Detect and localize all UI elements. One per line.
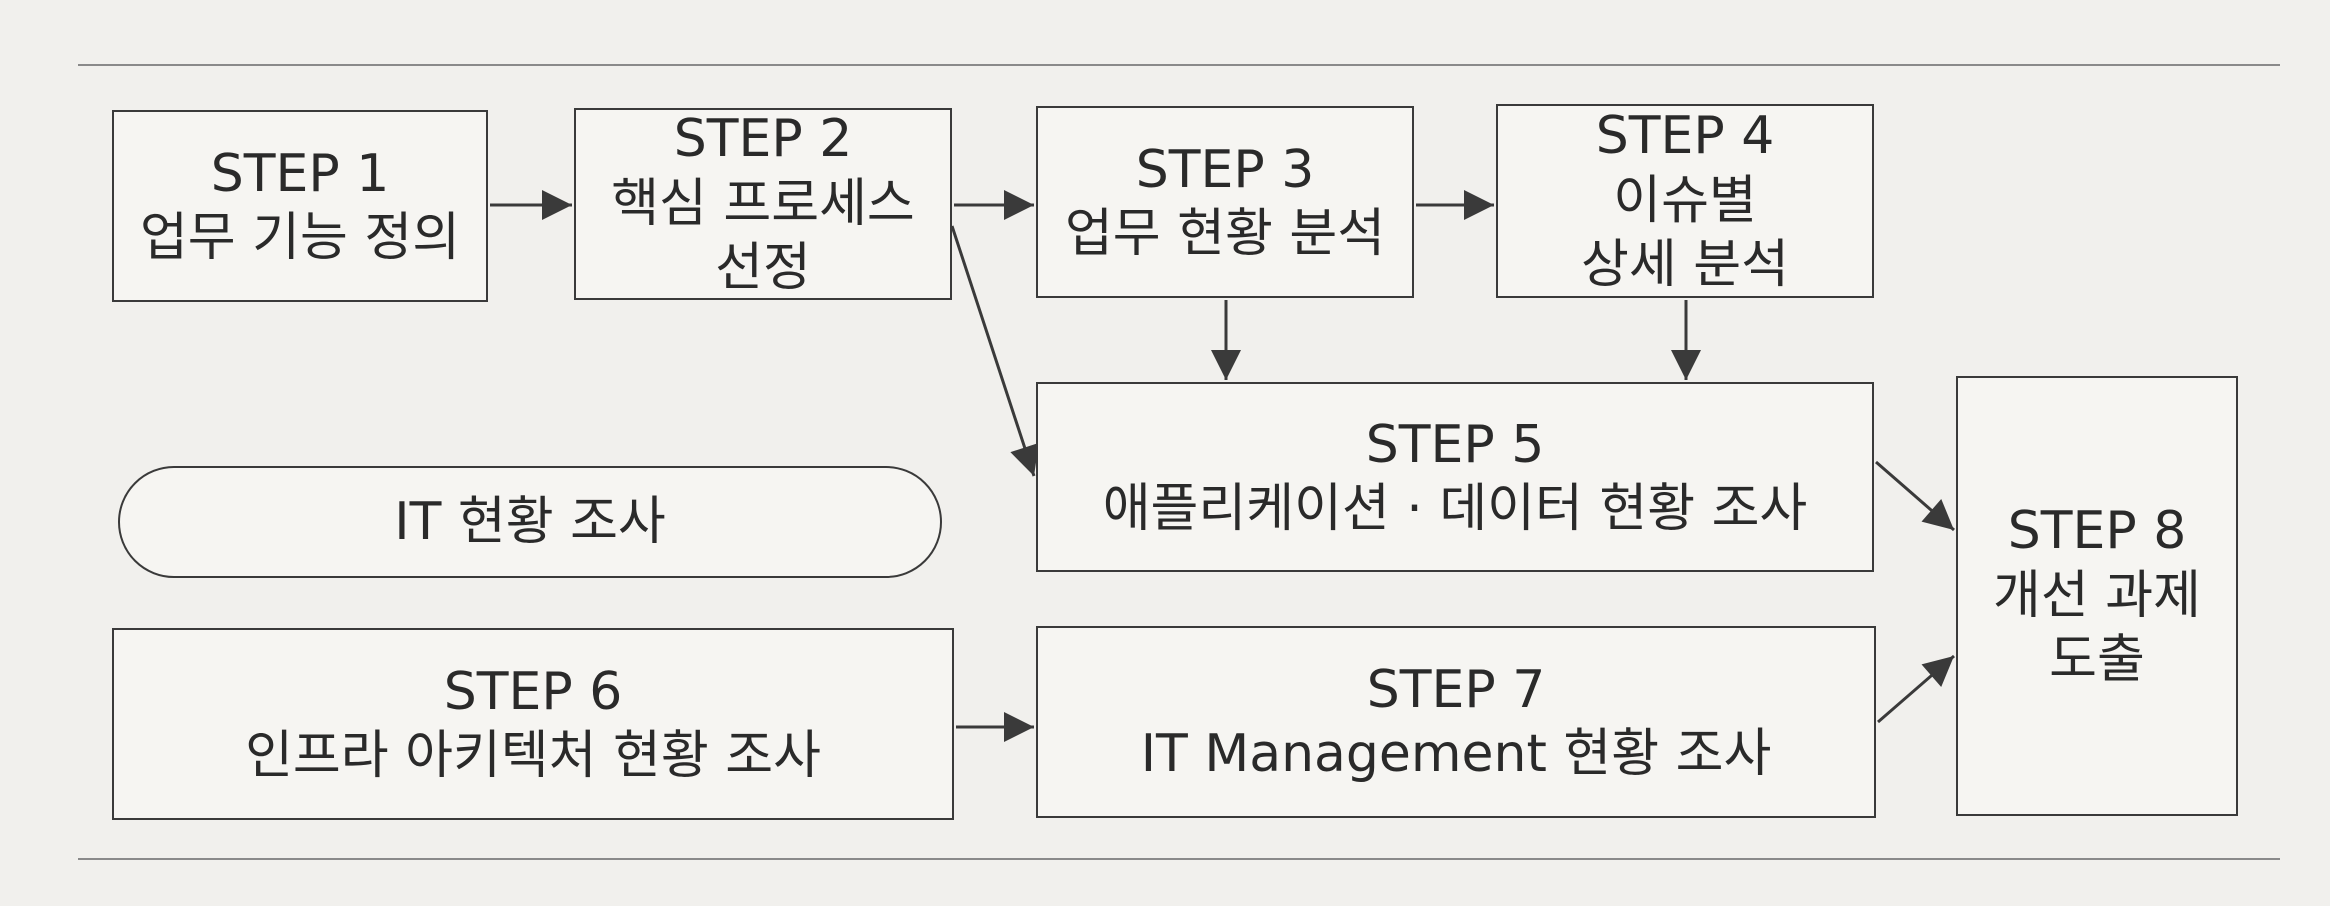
top-rule	[78, 64, 2280, 66]
step-4-box: STEP 4 이슈별 상세 분석	[1496, 104, 1874, 298]
step-2-label-line1: 핵심 프로세스	[611, 173, 915, 234]
step-5-label: 애플리케이션 · 데이터 현황 조사	[1102, 479, 1808, 539]
bottom-rule	[78, 858, 2280, 860]
step-2-title: STEP 2	[673, 109, 853, 170]
step-1-label: 업무 기능 정의	[139, 208, 461, 268]
it-survey-label: IT 현황 조사	[118, 466, 942, 578]
step-4-label-line2: 상세 분석	[1581, 235, 1789, 296]
step-3-title: STEP 3	[1135, 139, 1315, 200]
step-6-box: STEP 6 인프라 아키텍처 현황 조사	[112, 628, 954, 820]
step-7-box: STEP 7 IT Management 현황 조사	[1036, 626, 1876, 818]
step-8-title: STEP 8	[2007, 501, 2187, 562]
arrow-step2-to-step5	[950, 225, 1039, 477]
it-survey-text: IT 현황 조사	[394, 491, 666, 552]
step-1-box: STEP 1 업무 기능 정의	[112, 110, 488, 302]
step-8-box: STEP 8 개선 과제 도출	[1956, 376, 2238, 816]
arrow-step5-to-step8	[1875, 460, 1955, 532]
step-4-label-line1: 이슈별	[1613, 170, 1757, 231]
step-5-box: STEP 5 애플리케이션 · 데이터 현황 조사	[1036, 382, 1874, 572]
step-8-label-line2: 도출	[2049, 630, 2145, 691]
step-8-label-line1: 개선 과제	[1993, 565, 2201, 626]
step-6-title: STEP 6	[443, 661, 623, 722]
step-7-label: IT Management 현황 조사	[1140, 724, 1772, 784]
step-4-title: STEP 4	[1595, 106, 1775, 167]
step-1-title: STEP 1	[210, 143, 390, 204]
step-7-title: STEP 7	[1366, 659, 1546, 720]
step-6-label: 인프라 아키텍처 현황 조사	[245, 726, 821, 786]
step-3-box: STEP 3 업무 현황 분석	[1036, 106, 1414, 298]
step-2-label-line2: 선정	[715, 238, 811, 299]
step-3-label: 업무 현황 분석	[1064, 204, 1386, 264]
step-5-title: STEP 5	[1365, 414, 1545, 475]
arrow-step7-to-step8	[1877, 654, 1955, 724]
step-2-box: STEP 2 핵심 프로세스 선정	[574, 108, 952, 300]
